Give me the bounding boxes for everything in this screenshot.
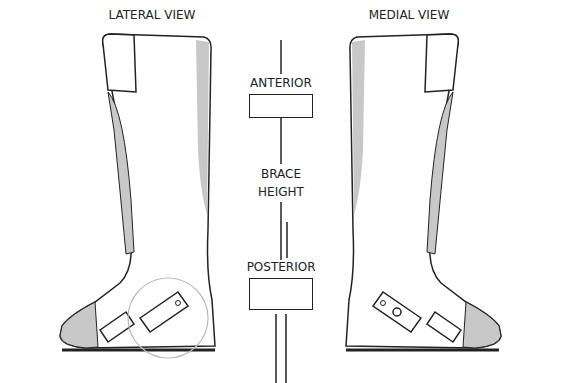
height-box: ANTERIOR xyxy=(246,76,316,118)
ankle-joint xyxy=(128,278,208,358)
view-label: LATERAL VIEW xyxy=(109,8,196,22)
medial-rivet xyxy=(393,308,401,316)
view-label: MEDIAL VIEW xyxy=(369,8,450,22)
height-line xyxy=(275,314,277,383)
box-heading: POSTERIOR xyxy=(245,260,318,274)
height-box: POSTERIOR xyxy=(245,260,318,310)
height-line xyxy=(286,222,288,258)
height-line xyxy=(285,314,287,383)
height-line xyxy=(280,40,282,74)
medial-brace xyxy=(346,34,501,350)
lateral-brace xyxy=(60,34,215,350)
box-outline xyxy=(249,278,313,310)
box-outline xyxy=(249,94,313,118)
box-heading: ANTERIOR xyxy=(246,76,316,90)
dimension-label: BRACE HEIGHT xyxy=(248,164,314,202)
